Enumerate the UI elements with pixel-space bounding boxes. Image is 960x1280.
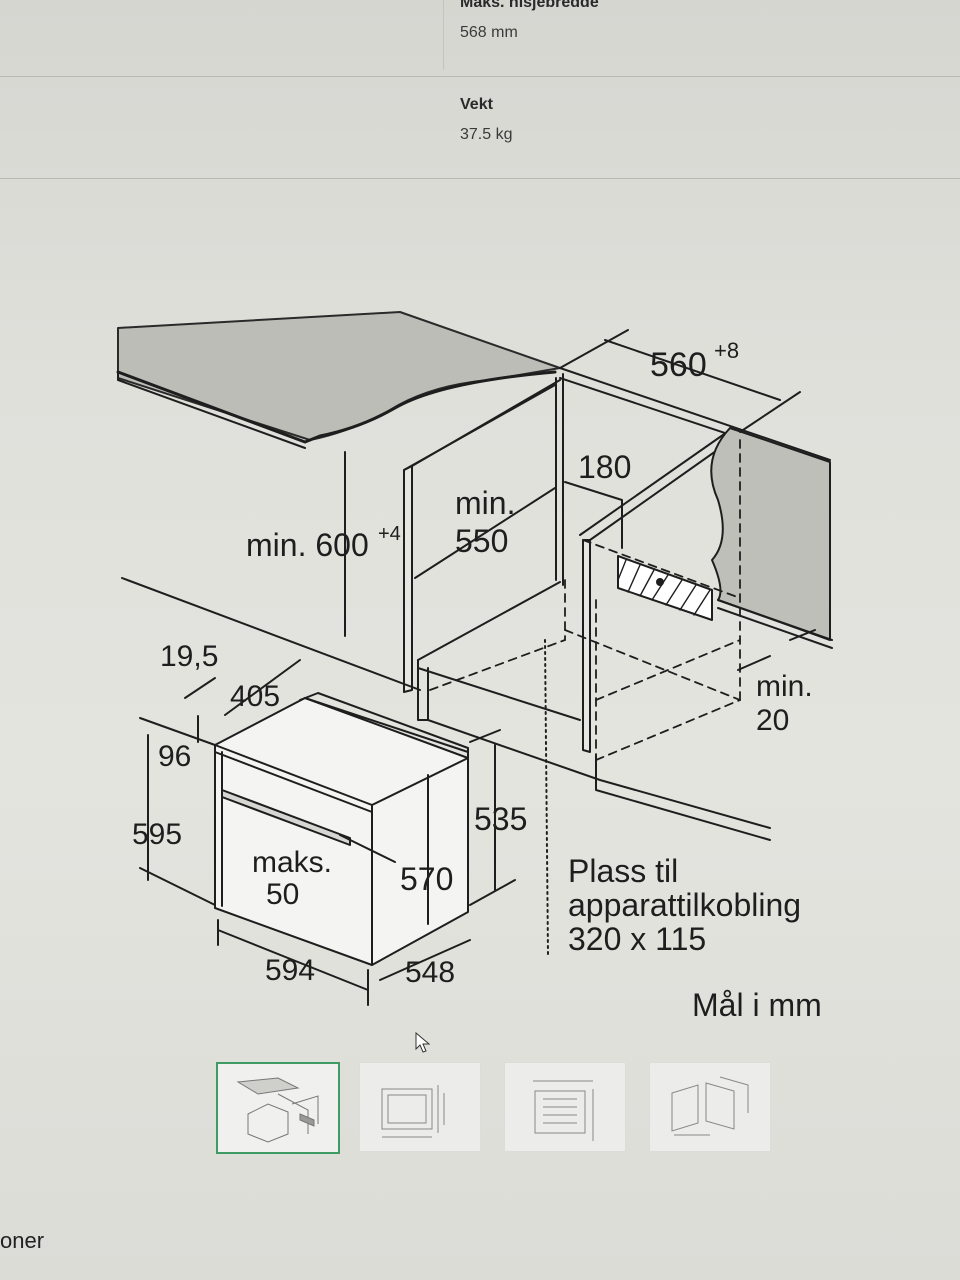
dim-595: 595 [132,818,182,851]
spec-value: 37.5 kg [460,126,513,143]
dim-niche-width: 560 [650,346,707,384]
oven-side-section-icon [533,1080,594,1141]
dim-570: 570 [400,861,453,897]
column-divider [443,0,444,70]
dim-niche-width-tolerance: +8 [714,338,739,363]
thumbnail-front-dimensions[interactable] [359,1062,481,1152]
dim-min-height-tolerance: +4 [378,523,401,545]
oven-front-dimensions-icon [381,1085,445,1138]
dim-maks-line2: 50 [266,878,299,911]
dim-min20-line2: 20 [756,704,789,737]
oven-niche-installation-icon [671,1076,749,1136]
dim-96: 96 [158,740,191,773]
dim-min550-line1: min. [455,485,515,521]
installation-diagram: 560 +8 180 min. 600 +4 min. 550 min. 20 … [116,311,833,1023]
dim-min20-line1: min. [756,670,813,703]
dim-19-5: 19,5 [160,640,218,673]
truncated-section-label: oner [0,1228,45,1253]
mouse-cursor-icon [415,1031,431,1059]
connection-note-line3: 320 x 115 [568,921,706,957]
dim-min-height: min. 600 [246,527,369,563]
dim-548: 548 [405,956,455,989]
thumbnail-niche-installation[interactable] [649,1062,771,1152]
spec-value: 568 mm [460,24,518,41]
dim-594: 594 [265,954,315,987]
thumbnail-strip [214,1062,774,1154]
connection-note-line2: apparattilkobling [568,887,801,923]
dim-535: 535 [474,801,527,837]
thumbnail-installation-diagram[interactable] [216,1062,340,1154]
dim-min550-line2: 550 [455,523,508,559]
connection-note-line1: Plass til [568,853,678,889]
thumbnail-side-section[interactable] [504,1062,626,1152]
spec-niche-width: Maks. nisjebredde 568 mm [460,0,599,42]
units-note: Mål i mm [692,987,822,1023]
dim-405: 405 [230,680,280,713]
spec-divider [0,76,960,77]
dim-maks-line1: maks. [252,846,332,879]
spec-label: Vekt [460,96,493,113]
spec-divider [0,178,960,179]
spec-label: Maks. nisjebredde [460,0,599,11]
spec-weight: Vekt 37.5 kg [460,96,512,144]
dim-top-gap: 180 [578,449,631,485]
oven-installation-diagram-icon [236,1077,319,1143]
